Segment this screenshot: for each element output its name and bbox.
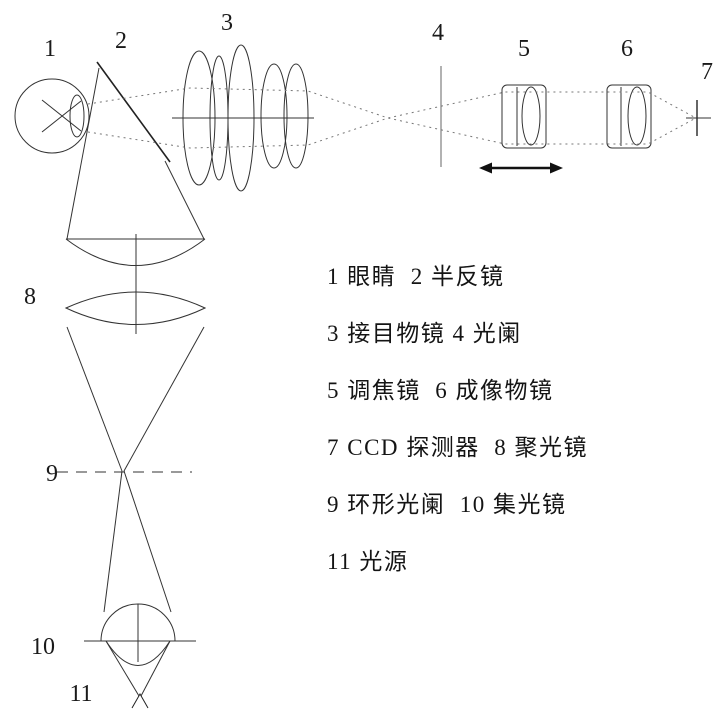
label-light-source: 11	[69, 681, 92, 707]
label-eyepiece-objective: 3	[221, 10, 233, 36]
legend-line-5: 9 环形光阑 10 集光镜	[327, 492, 567, 517]
lens-element-3	[227, 44, 255, 192]
focusing-lens-element	[521, 86, 541, 146]
collector-convex-face	[105, 640, 171, 666]
imaging-ray-upper	[87, 87, 695, 145]
focusing-lens	[501, 84, 547, 149]
label-ccd: 7	[701, 59, 713, 85]
illumination-beam	[66, 67, 205, 697]
label-imaging-objective: 6	[621, 36, 633, 62]
eye	[14, 78, 90, 154]
legend-line-1: 1 眼睛 2 半反镜	[327, 264, 505, 289]
focusing-lens-housing	[501, 84, 547, 149]
eyeball-outline	[14, 78, 90, 154]
beam-edge-right-lower	[123, 470, 172, 613]
half-mirror	[96, 61, 171, 163]
imaging-ray-lower	[87, 91, 695, 149]
imaging-rays	[87, 87, 695, 149]
label-ring-aperture: 9	[46, 461, 58, 487]
lens-element-4	[260, 63, 288, 169]
eye-internal-ray-2	[41, 100, 82, 133]
label-eye: 1	[44, 36, 56, 62]
condenser-lens	[64, 234, 207, 334]
imaging-objective	[606, 84, 652, 149]
legend-line-4: 7 CCD 探测器 8 聚光镜	[327, 435, 589, 460]
label-collector: 10	[31, 634, 55, 660]
beam-edge-left-mid	[66, 326, 123, 472]
light-source-mark	[131, 692, 149, 709]
beam-edge-left-lower	[103, 470, 123, 613]
eyepiece-objective-group	[172, 44, 314, 192]
beam-converge-left	[105, 640, 140, 697]
label-focusing-lens: 5	[518, 36, 530, 62]
light-source	[131, 692, 149, 709]
legend-line-2: 3 接目物镜 4 光阑	[327, 321, 522, 346]
collector-lens	[84, 603, 196, 666]
arrow-head-right	[550, 162, 563, 174]
lens-element-1	[182, 50, 216, 186]
arrow-head-left	[479, 162, 492, 174]
focus-travel-arrow	[479, 162, 563, 174]
beam-edge-right-upper	[164, 160, 205, 240]
label-aperture: 4	[432, 20, 444, 46]
legend-line-6: 11 光源	[327, 549, 409, 574]
beam-edge-right-mid	[123, 326, 205, 472]
imaging-objective-element	[627, 86, 647, 146]
beam-converge-right	[140, 640, 171, 697]
eye-internal-ray-1	[41, 99, 82, 132]
lens-element-5	[283, 63, 309, 169]
legend: 1 眼睛 2 半反镜 3 接目物镜 4 光阑 5 调焦镜 6 成像物镜 7 CC…	[327, 248, 588, 590]
ccd-detector	[686, 100, 711, 136]
label-half-mirror: 2	[115, 28, 127, 54]
imaging-objective-housing	[606, 84, 652, 149]
eye-lens	[69, 94, 85, 138]
beam-edge-left-upper	[66, 67, 100, 240]
label-condenser: 8	[24, 284, 36, 310]
condenser-biconvex-element	[64, 291, 207, 325]
legend-line-3: 5 调焦镜 6 成像物镜	[327, 378, 554, 403]
